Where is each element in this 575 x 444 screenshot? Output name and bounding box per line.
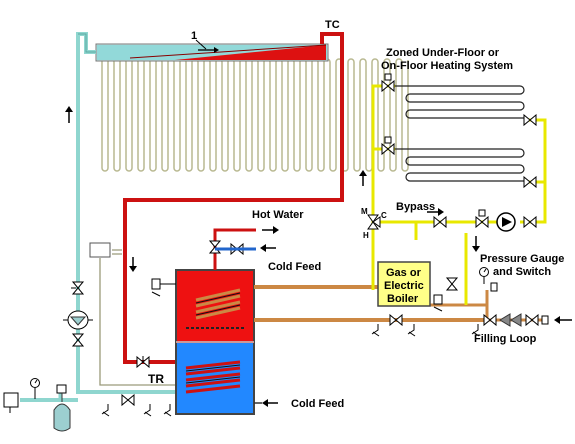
boiler-label-3: Boiler xyxy=(387,293,419,305)
flow-arrow-icon xyxy=(65,106,73,123)
tank-lower-coil xyxy=(185,360,241,394)
valve-m-label: M xyxy=(361,207,368,216)
flow-arrow-icon xyxy=(129,257,137,272)
cold-feed-top-label: Cold Feed xyxy=(268,261,321,273)
floor-loop-1 xyxy=(395,85,525,119)
solar-collector: 1 TC xyxy=(95,19,409,172)
drain-icon xyxy=(407,324,416,337)
flow-arrow-icon xyxy=(262,399,278,407)
hot-water-pipe xyxy=(213,228,256,270)
mixing-valve-icon xyxy=(367,214,381,230)
check-valve-icon xyxy=(499,313,511,327)
filter-icon xyxy=(63,310,93,330)
drain-icon xyxy=(151,278,176,297)
storage-tank xyxy=(175,269,255,415)
solar-return-pipe xyxy=(76,32,178,394)
solar-flow-pipe xyxy=(123,32,344,364)
drain-icon xyxy=(163,404,172,417)
pressure-gauge-icon xyxy=(30,378,40,399)
valve-icon xyxy=(483,313,497,327)
flow-arrow-icon xyxy=(260,244,276,252)
boiler: Gas or Electric Boiler xyxy=(377,261,431,307)
collector-tubes xyxy=(101,58,409,172)
valve-icon xyxy=(208,240,222,254)
left-fitting xyxy=(3,392,19,408)
pump-icon xyxy=(496,212,516,232)
flow-arrow-icon xyxy=(359,170,367,186)
floor-loop-2 xyxy=(395,148,525,182)
expansion-vessel-icon xyxy=(53,384,71,432)
boiler-label-2: Electric xyxy=(384,280,424,292)
marker-1-label: 1 xyxy=(191,30,197,42)
valve-icon xyxy=(525,313,539,327)
boiler-label-1: Gas or xyxy=(386,267,422,279)
valve-icon xyxy=(475,209,489,229)
valve-icon xyxy=(381,73,395,93)
hot-water-label: Hot Water xyxy=(252,209,304,221)
cold-feed-bottom-label: Cold Feed xyxy=(291,398,344,410)
valve-icon xyxy=(523,113,537,127)
filling-loop-label: Filling Loop xyxy=(474,333,537,345)
valve-icon xyxy=(523,215,537,229)
drain-icon xyxy=(433,294,443,312)
drain-icon xyxy=(143,404,152,417)
bypass-label: Bypass xyxy=(396,201,435,213)
tc-label: TC xyxy=(325,19,340,31)
flow-arrow-icon xyxy=(427,208,444,216)
flow-arrow-icon xyxy=(262,226,279,234)
drain-icon xyxy=(371,324,380,337)
drain-icon xyxy=(101,404,110,417)
valve-icon xyxy=(71,281,85,295)
pressure-label-2: and Switch xyxy=(493,266,551,278)
valve-icon xyxy=(445,277,459,291)
valve-icon xyxy=(433,215,447,229)
valve-icon xyxy=(136,355,150,369)
pressure-gauge-icon xyxy=(479,267,489,284)
flow-arrow-icon xyxy=(554,316,572,324)
valve-icon xyxy=(523,175,537,189)
collector-hot-water xyxy=(175,45,326,60)
controller-box xyxy=(89,242,111,258)
sensor-cable xyxy=(99,258,180,386)
drain-icon xyxy=(471,324,480,337)
heating-system-title-2: On-Floor Heating System xyxy=(381,60,513,72)
pressure-switch xyxy=(490,282,498,292)
pressure-label-1: Pressure Gauge xyxy=(480,253,564,265)
valve-icon xyxy=(389,313,403,327)
valve-icon xyxy=(71,333,85,347)
valve-h-label: H xyxy=(363,231,369,240)
tr-label: TR xyxy=(148,372,164,386)
heating-system-title-1: Zoned Under-Floor or xyxy=(386,47,500,59)
valve-c-label: C xyxy=(381,211,387,220)
valve-icon xyxy=(121,393,135,407)
flow-arrow-icon xyxy=(472,236,480,252)
tank-upper-coil xyxy=(195,288,241,320)
valve-icon xyxy=(381,136,395,156)
